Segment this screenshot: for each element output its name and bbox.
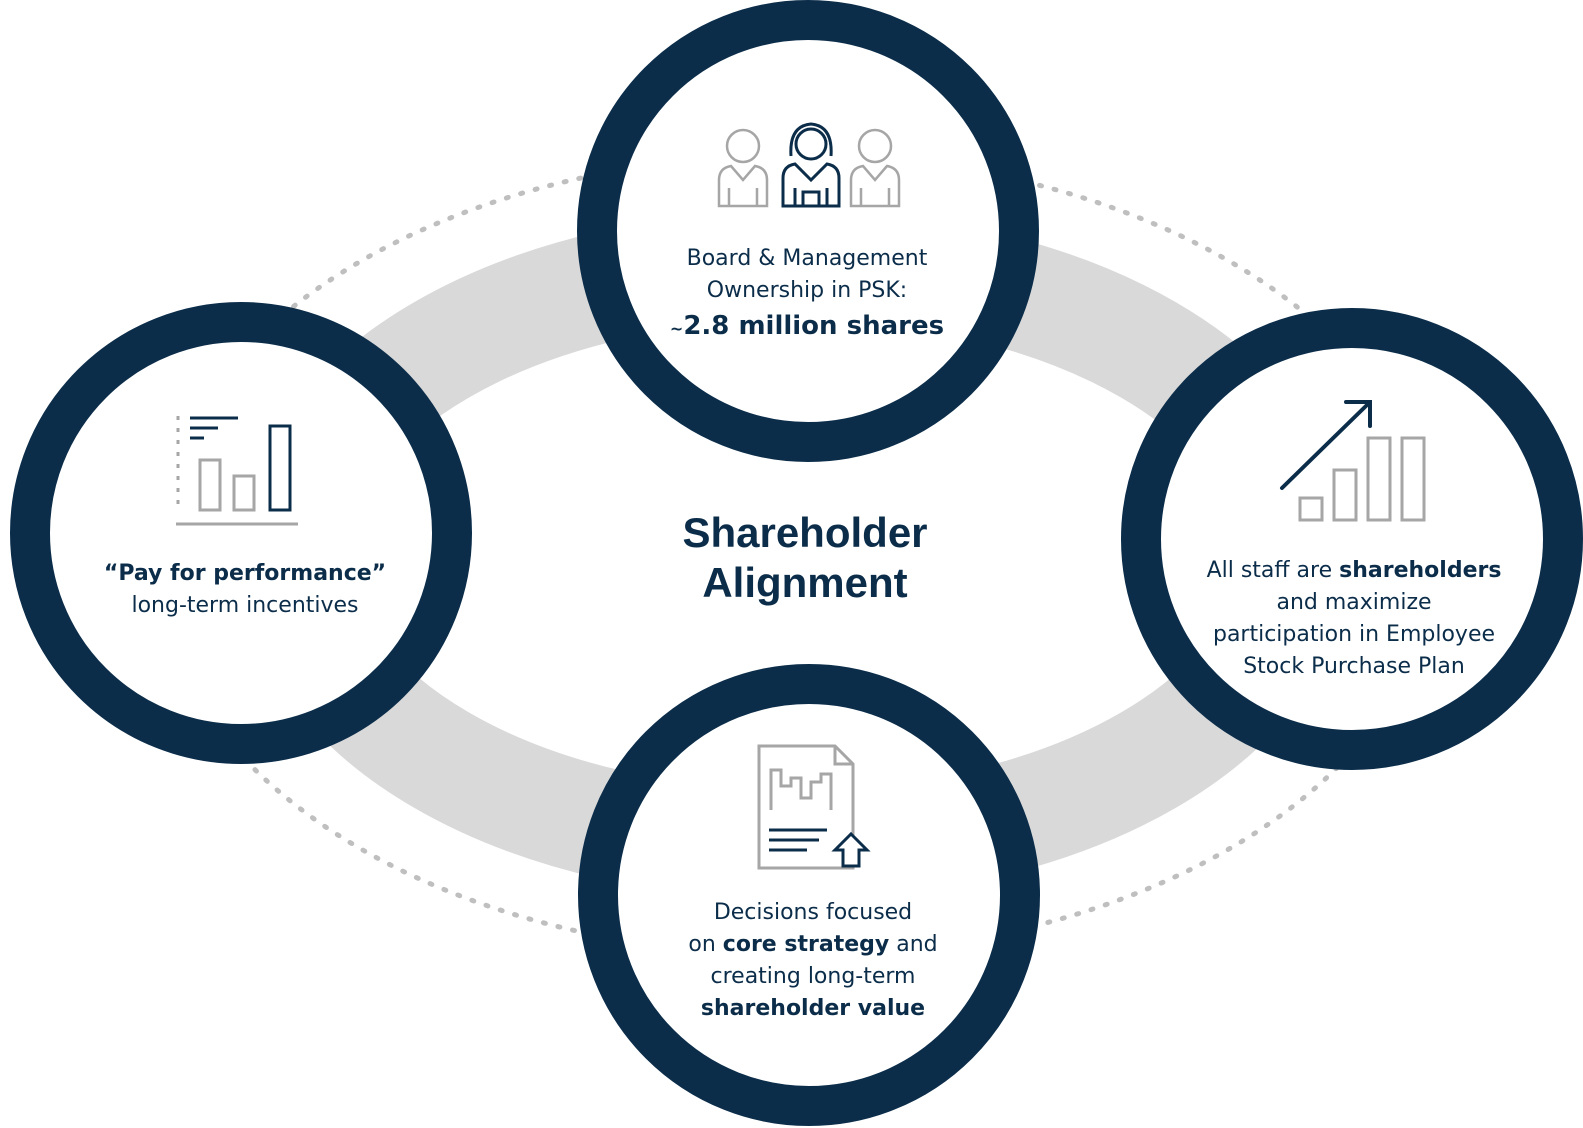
- center-title-line2: Alignment: [702, 559, 908, 606]
- node-top-line1: Board & Management: [686, 246, 928, 271]
- node-bottom-line3: creating long-term: [710, 964, 916, 989]
- node-right-text: All staff are shareholders and maximize …: [1170, 555, 1538, 683]
- node-bottom-line1: Decisions focused: [713, 900, 913, 925]
- center-title-line1: Shareholder: [682, 509, 928, 556]
- node-right-line1: All staff are shareholders: [1206, 558, 1502, 583]
- people-group-icon: [717, 122, 901, 208]
- node-right-circle: [1121, 308, 1583, 770]
- node-bottom-line4: shareholder value: [700, 996, 926, 1021]
- node-top-highlight-row: ~2.8 million shares: [637, 307, 977, 348]
- node-bottom-circle: [578, 664, 1040, 1126]
- node-right-line4: Stock Purchase Plan: [1243, 654, 1465, 679]
- node-top-highlight: 2.8 million shares: [683, 311, 945, 341]
- node-top-tilde: ~: [669, 319, 684, 338]
- node-left-line2: long-term incentives: [131, 593, 359, 618]
- growth-chart-icon: [1280, 400, 1426, 522]
- bar-chart-icon: [176, 416, 298, 526]
- center-title: Shareholder Alignment: [600, 508, 1010, 608]
- node-top-circle: [577, 0, 1039, 462]
- node-top-text: Board & Management Ownership in PSK: ~2.…: [637, 243, 977, 348]
- report-upload-icon: [757, 744, 871, 870]
- node-right-line3: participation in Employee: [1212, 622, 1496, 647]
- node-left-circle: [10, 302, 472, 764]
- node-bottom-line2: on core strategy and: [688, 932, 938, 957]
- node-left-bold: “Pay for performance”: [103, 561, 387, 586]
- node-right-line2: and maximize: [1276, 590, 1432, 615]
- node-top-line2: Ownership in PSK:: [706, 278, 908, 303]
- node-bottom-text: Decisions focused on core strategy and c…: [628, 897, 998, 1025]
- node-left-text: “Pay for performance” long-term incentiv…: [60, 558, 430, 622]
